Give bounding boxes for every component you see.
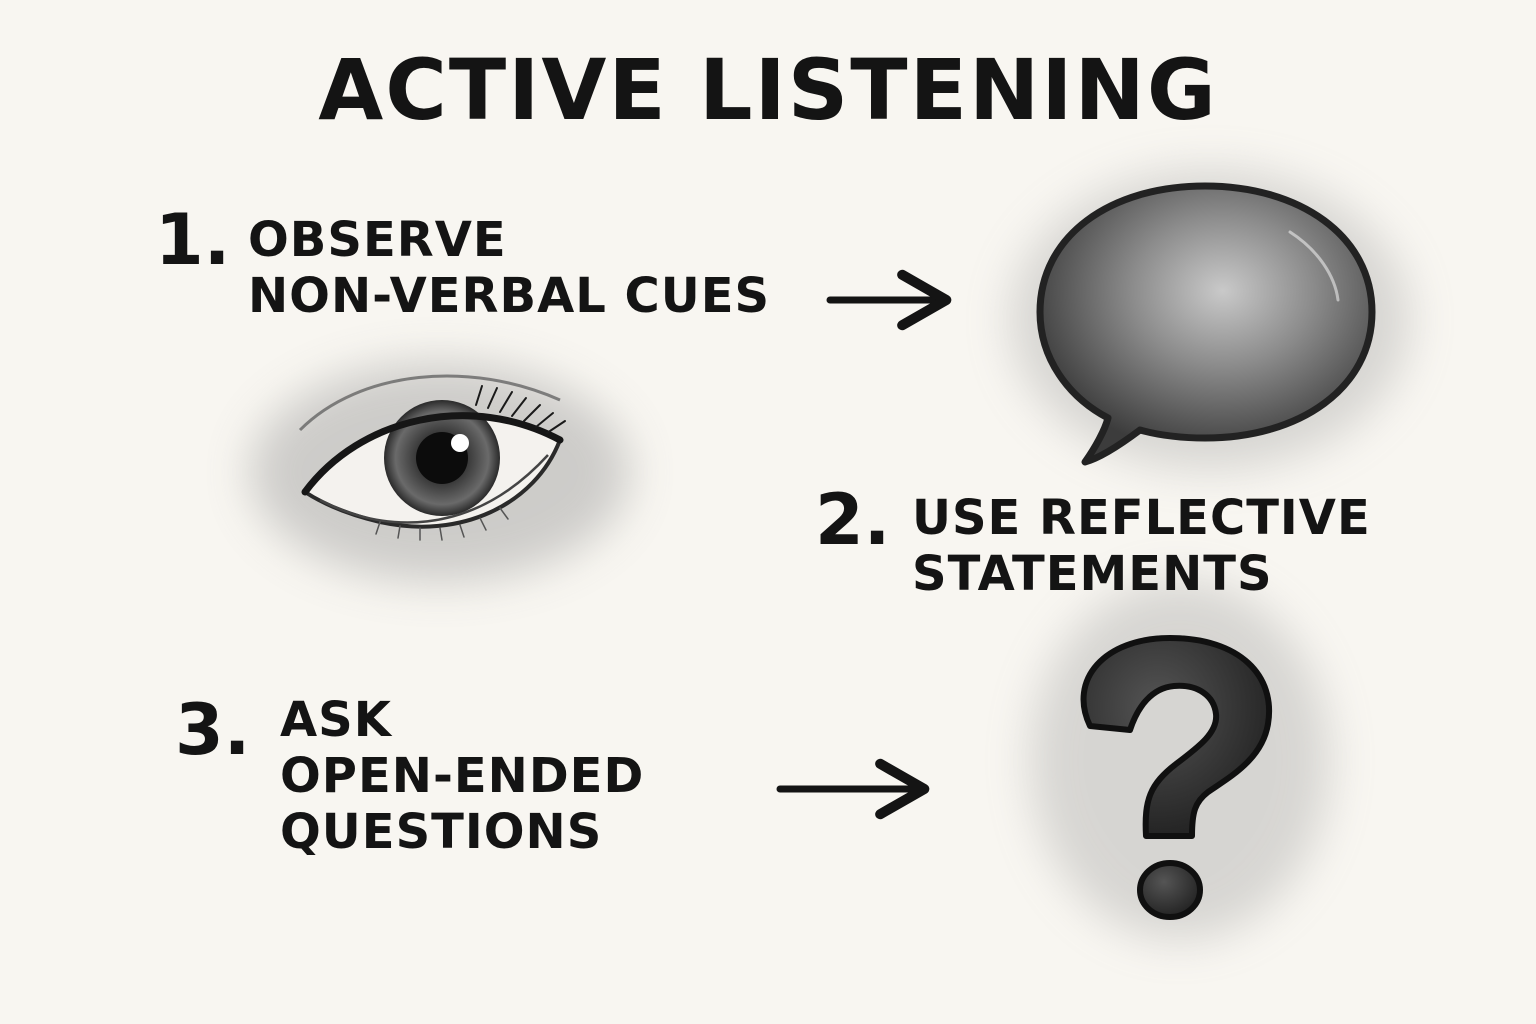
- step-1-line-1: OBSERVE: [248, 212, 507, 268]
- eye-icon: [250, 362, 630, 582]
- step-1-label: OBSERVE NON-VERBAL CUES: [248, 212, 770, 324]
- step-1-number: 1.: [155, 199, 231, 281]
- step-2-label: USE REFLECTIVE STATEMENTS: [912, 490, 1371, 602]
- page-title: ACTIVE LISTENING: [318, 41, 1218, 139]
- step-3-line-3: QUESTIONS: [280, 804, 603, 860]
- step-3-label: ASK OPEN-ENDED QUESTIONS: [280, 692, 644, 860]
- question-mark-icon: [1030, 580, 1330, 940]
- step-3-number: 3.: [175, 689, 251, 771]
- step-1-line-2: NON-VERBAL CUES: [248, 268, 771, 324]
- speech-bubble-icon: [1010, 170, 1410, 470]
- step-3-line-2: OPEN-ENDED: [280, 748, 645, 804]
- step-2-line-1: USE REFLECTIVE: [912, 490, 1371, 546]
- step-2-number: 2.: [815, 479, 891, 561]
- step-2-line-2: STATEMENTS: [912, 546, 1273, 602]
- step-3-line-1: ASK: [280, 692, 392, 748]
